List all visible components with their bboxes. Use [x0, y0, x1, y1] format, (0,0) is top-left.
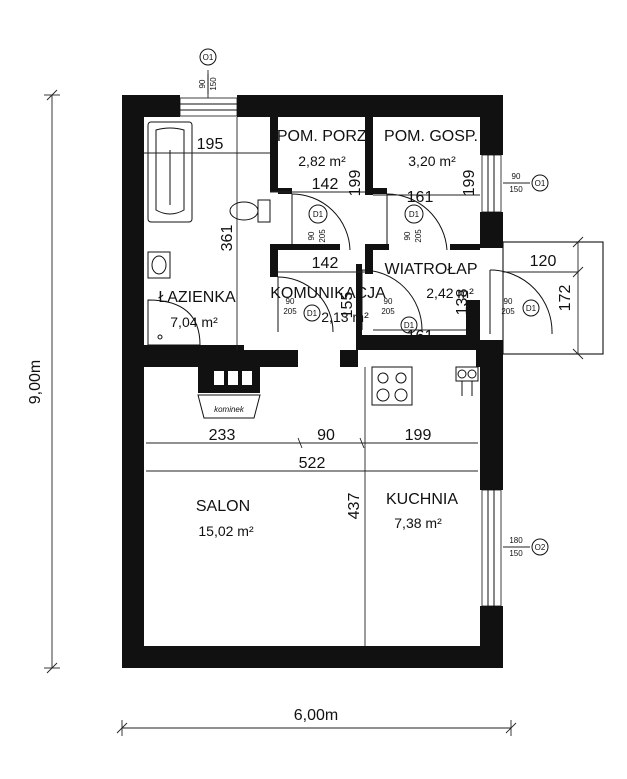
room-wiatrolap-area: 2,42 m² — [426, 285, 474, 301]
dim-361: 361 — [219, 225, 236, 252]
bathtub — [147, 121, 193, 223]
door-tag-bath-text: D1 — [307, 309, 318, 318]
door-tag-porz-text: D1 — [313, 210, 324, 219]
overall-width-dimension: 6,00m — [116, 707, 517, 736]
room-gosp-area: 3,20 m² — [408, 153, 456, 169]
window-top-tag: O1 — [203, 53, 214, 62]
dim-437: 437 — [346, 493, 363, 520]
room-wiatrolap-name: WIATROŁAP — [384, 261, 477, 278]
room-kuchnia-area: 7,38 m² — [394, 515, 442, 531]
entrance-porch: 120 172 — [502, 236, 604, 360]
window-top-w: 90 — [198, 79, 207, 88]
dim-195: 195 — [197, 136, 224, 153]
dim-total-height: 9,00m — [27, 360, 44, 404]
window-right-kuchnia: O2 180 150 — [481, 489, 549, 607]
room-lazienka-area: 7,04 m² — [170, 314, 218, 330]
window-kuchnia-tag: O2 — [535, 543, 546, 552]
door-vest-w: 90 — [384, 297, 393, 306]
room-komunikacja-name: KOMUNIKACJA — [270, 285, 386, 302]
door-ent-w: 90 — [504, 297, 513, 306]
outer-walls — [122, 95, 503, 668]
door-vest-h: 205 — [381, 307, 395, 316]
dim-138: 138 — [454, 289, 471, 316]
door-porz-h: 205 — [318, 229, 327, 243]
fireplace: kominek — [197, 367, 261, 419]
window-kuchnia-w: 180 — [509, 536, 523, 545]
interior-dimension-lines — [144, 117, 480, 646]
door-tag-bathroom: 90 205 D1 — [283, 297, 321, 322]
dim-120: 120 — [530, 253, 557, 270]
door-porz-w: 90 — [307, 231, 316, 240]
door-tag-gosp: D1 90 205 — [403, 204, 424, 243]
door-bath-w: 90 — [286, 297, 295, 306]
room-komunikacja-area: 2,13 m² — [321, 309, 369, 325]
overall-height-dimension: 9,00m — [27, 89, 60, 674]
kitchen-stove — [371, 366, 413, 406]
door-tag-vest-text: D1 — [404, 321, 415, 330]
room-gosp-name: POM. GOSP. — [384, 128, 478, 145]
toilet — [229, 199, 271, 223]
room-salon-area: 15,02 m² — [198, 523, 254, 539]
room-porz-area: 2,82 m² — [298, 153, 346, 169]
room-salon-name: SALON — [196, 498, 250, 515]
interior-walls — [144, 117, 480, 367]
door-bathroom — [277, 276, 334, 333]
dim-142-top: 142 — [312, 176, 339, 193]
door-gosp-h: 205 — [414, 229, 423, 243]
window-gosp-h: 150 — [509, 185, 523, 194]
room-lazienka-name: ŁAZIENKA — [158, 289, 236, 306]
door-tag-entrance: 90 205 D1 — [501, 297, 540, 317]
room-porz-name: POM. PORZ. — [277, 128, 371, 145]
kitchen-tap — [455, 366, 479, 396]
door-gosp-w: 90 — [403, 231, 412, 240]
door-tag-porz: D1 90 205 — [307, 204, 328, 243]
door-ent-h: 205 — [501, 307, 515, 316]
dim-142-bottom: 142 — [312, 255, 339, 272]
door-porz — [291, 193, 351, 251]
dim-90: 90 — [317, 427, 335, 444]
dim-522: 522 — [299, 455, 326, 472]
window-gosp-w: 90 — [512, 172, 521, 181]
dim-199-gosp: 199 — [461, 170, 478, 197]
window-right-gosp: O1 90 150 — [481, 154, 549, 213]
dim-199-bottom: 199 — [405, 427, 432, 444]
door-entrance — [489, 269, 553, 335]
window-top: O1 90 150 — [179, 48, 238, 117]
shower-tray — [147, 299, 201, 346]
dim-total-width: 6,00m — [294, 707, 338, 724]
window-gosp-tag: O1 — [535, 179, 546, 188]
dim-155: 155 — [339, 292, 356, 319]
dim-161-top: 161 — [407, 189, 434, 206]
window-top-h: 150 — [209, 77, 218, 91]
dim-233: 233 — [209, 427, 236, 444]
sink — [147, 251, 171, 279]
door-tag-vestibule: 90 205 D1 — [381, 297, 418, 334]
door-tag-ent-text: D1 — [526, 304, 537, 313]
door-bath-h: 205 — [283, 307, 297, 316]
door-vestibule — [361, 269, 423, 331]
window-kuchnia-h: 150 — [509, 549, 523, 558]
dim-199-porz: 199 — [347, 170, 364, 197]
dim-161-bottom: 161 — [407, 328, 434, 345]
door-tag-gosp-text: D1 — [409, 210, 420, 219]
dim-172: 172 — [557, 285, 574, 312]
fireplace-label: kominek — [214, 405, 245, 414]
room-kuchnia-name: KUCHNIA — [386, 491, 458, 508]
